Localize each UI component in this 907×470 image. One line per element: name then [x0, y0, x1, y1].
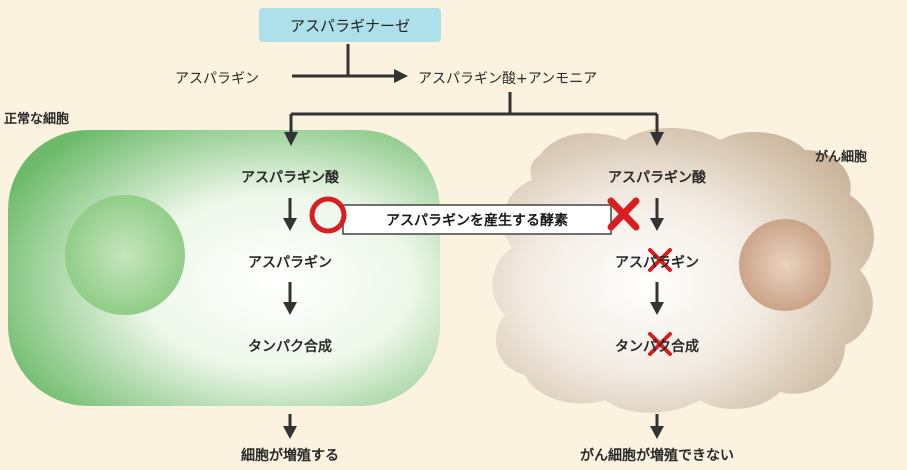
cross-mark-icon — [648, 332, 672, 356]
arrow-down-icon — [283, 218, 297, 231]
normal-step-aspartic-acid: アスパラギン酸 — [241, 170, 339, 186]
cancer-step-asparagine: アスパラギン — [615, 255, 699, 271]
arrow-down-icon — [650, 426, 664, 439]
arrow-down-icon — [650, 218, 664, 231]
producing-enzyme-box — [342, 204, 612, 235]
cancer-cell-title: がん細胞 — [815, 150, 868, 165]
arrow-down-icon — [284, 132, 298, 146]
cross-mark-icon — [607, 197, 640, 231]
enzyme-label: アスパラギナーゼ — [289, 16, 410, 35]
normal-step-protein-synthesis: タンパク合成 — [248, 339, 332, 355]
reaction-substrate: アスパラギン — [175, 71, 259, 87]
cancer-step-protein-synthesis: タンパク合成 — [615, 339, 699, 355]
arrow-down-icon — [650, 302, 664, 315]
cancer-step-aspartic-acid: アスパラギン酸 — [608, 170, 706, 186]
producing-enzyme-label: アスパラギンを産生する酵素 — [386, 213, 568, 229]
cancer-cell — [492, 127, 874, 413]
normal-step-asparagine: アスパラギン — [248, 255, 332, 271]
normal-result: 細胞が増殖する — [241, 448, 339, 464]
reaction-products: アスパラギン酸+アンモニア — [418, 71, 598, 87]
enzyme-box: アスパラギナーゼ — [259, 8, 441, 42]
arrow-down-icon — [283, 302, 297, 315]
reaction-arrowhead — [394, 69, 408, 83]
arrow-down-icon — [650, 132, 664, 146]
normal-cell-nucleus — [65, 195, 185, 315]
normal-cell-title: 正常な細胞 — [4, 112, 70, 127]
cancer-cell-nucleus — [739, 219, 831, 311]
circle-ok-icon — [309, 196, 347, 234]
cancer-result: がん細胞が増殖できない — [580, 448, 734, 464]
arrow-down-icon — [283, 426, 297, 439]
cross-mark-icon — [648, 248, 672, 272]
